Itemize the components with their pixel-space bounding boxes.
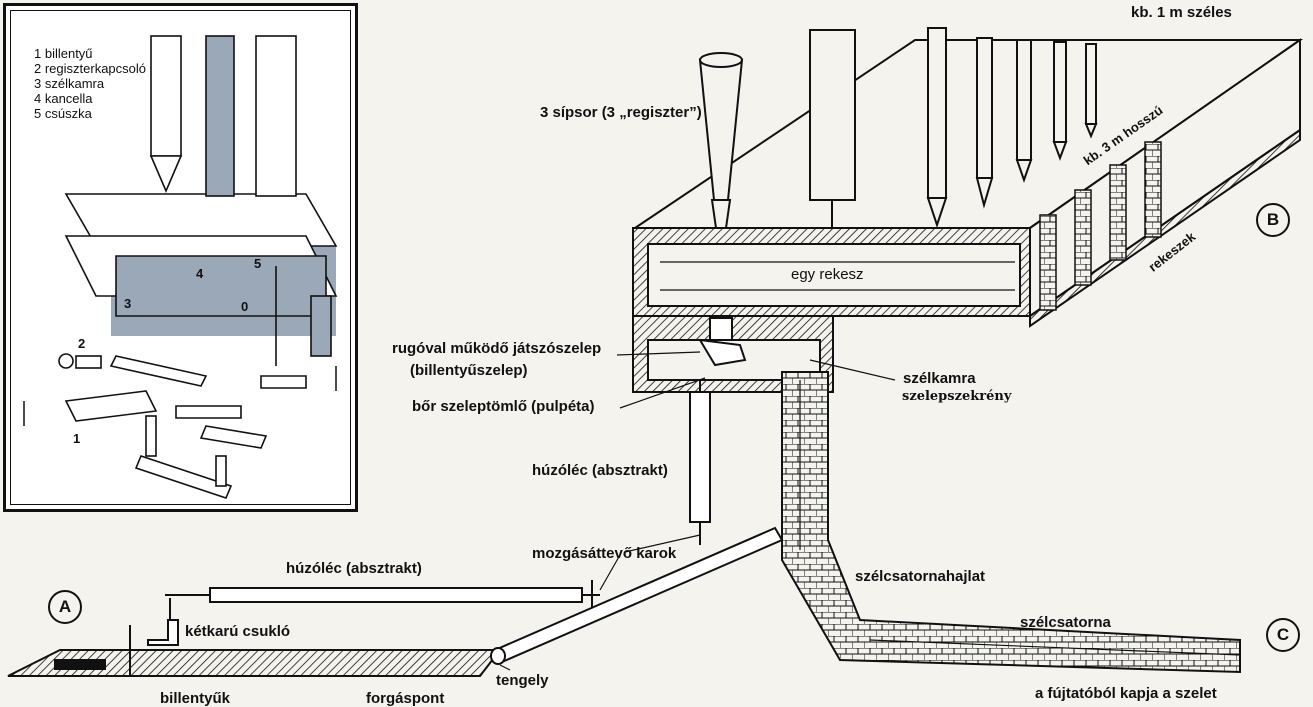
label-valve-sub: (billentyűszelep) bbox=[410, 362, 528, 379]
label-tracker-horizontal: húzóléc (absztrakt) bbox=[286, 560, 422, 577]
label-width: kb. 1 m széles bbox=[1131, 4, 1232, 21]
label-tracker-vertical: húzóléc (absztrakt) bbox=[532, 462, 668, 479]
marker-c: C bbox=[1266, 618, 1300, 652]
inset-legend: 1 billentyű 2 regiszterkapcsoló 3 szélka… bbox=[34, 46, 146, 121]
legend-item: 5 csúszka bbox=[34, 106, 92, 121]
label-pallet: bőr szeleptömlő (pulpéta) bbox=[412, 398, 595, 415]
label-duct: szélcsatorna bbox=[1020, 614, 1111, 631]
label-bellows: a fújtatóból kapja a szelet bbox=[1035, 685, 1217, 702]
inset-drawing bbox=[23, 35, 338, 499]
callout-5: 5 bbox=[254, 256, 262, 271]
wind-duct bbox=[781, 371, 1241, 674]
label-pivot: forgáspont bbox=[366, 690, 445, 707]
label-keys: billentyűk bbox=[160, 690, 231, 707]
inset-detail-panel: 1 billentyű 2 regiszterkapcsoló 3 szélka… bbox=[3, 3, 358, 512]
label-windchest: szélkamra bbox=[903, 370, 976, 387]
legend-item: 4 kancella bbox=[34, 91, 93, 106]
windchest-box bbox=[631, 38, 1304, 545]
callout-2: 2 bbox=[78, 336, 86, 351]
label-rollers: mozgásáttevő karok bbox=[532, 545, 677, 562]
legend-item: 3 szélkamra bbox=[34, 76, 105, 91]
callout-4: 4 bbox=[196, 266, 204, 281]
key-action bbox=[7, 526, 784, 677]
label-axle: tengely bbox=[496, 672, 549, 689]
label-valve: rugóval működő játszószelep bbox=[392, 340, 602, 357]
legend-item: 2 regiszterkapcsoló bbox=[34, 61, 146, 76]
callout-1: 1 bbox=[73, 431, 81, 446]
callout-3: 3 bbox=[124, 296, 132, 311]
marker-b: B bbox=[1256, 203, 1290, 237]
label-rekesz: egy rekesz bbox=[791, 266, 864, 283]
label-valvebox: szelepszekrény bbox=[902, 389, 1012, 404]
marker-a: A bbox=[48, 590, 82, 624]
label-pipe-rows: 3 sípsor (3 „regiszter”) bbox=[540, 104, 702, 121]
inset-inner-border bbox=[10, 10, 351, 505]
callout-0: 0 bbox=[241, 299, 249, 314]
label-duct-bend: szélcsatornahajlat bbox=[855, 568, 986, 585]
pipe-rows bbox=[698, 27, 1098, 229]
label-square: kétkarú csukló bbox=[185, 623, 291, 640]
legend-item: 1 billentyű bbox=[34, 46, 93, 61]
